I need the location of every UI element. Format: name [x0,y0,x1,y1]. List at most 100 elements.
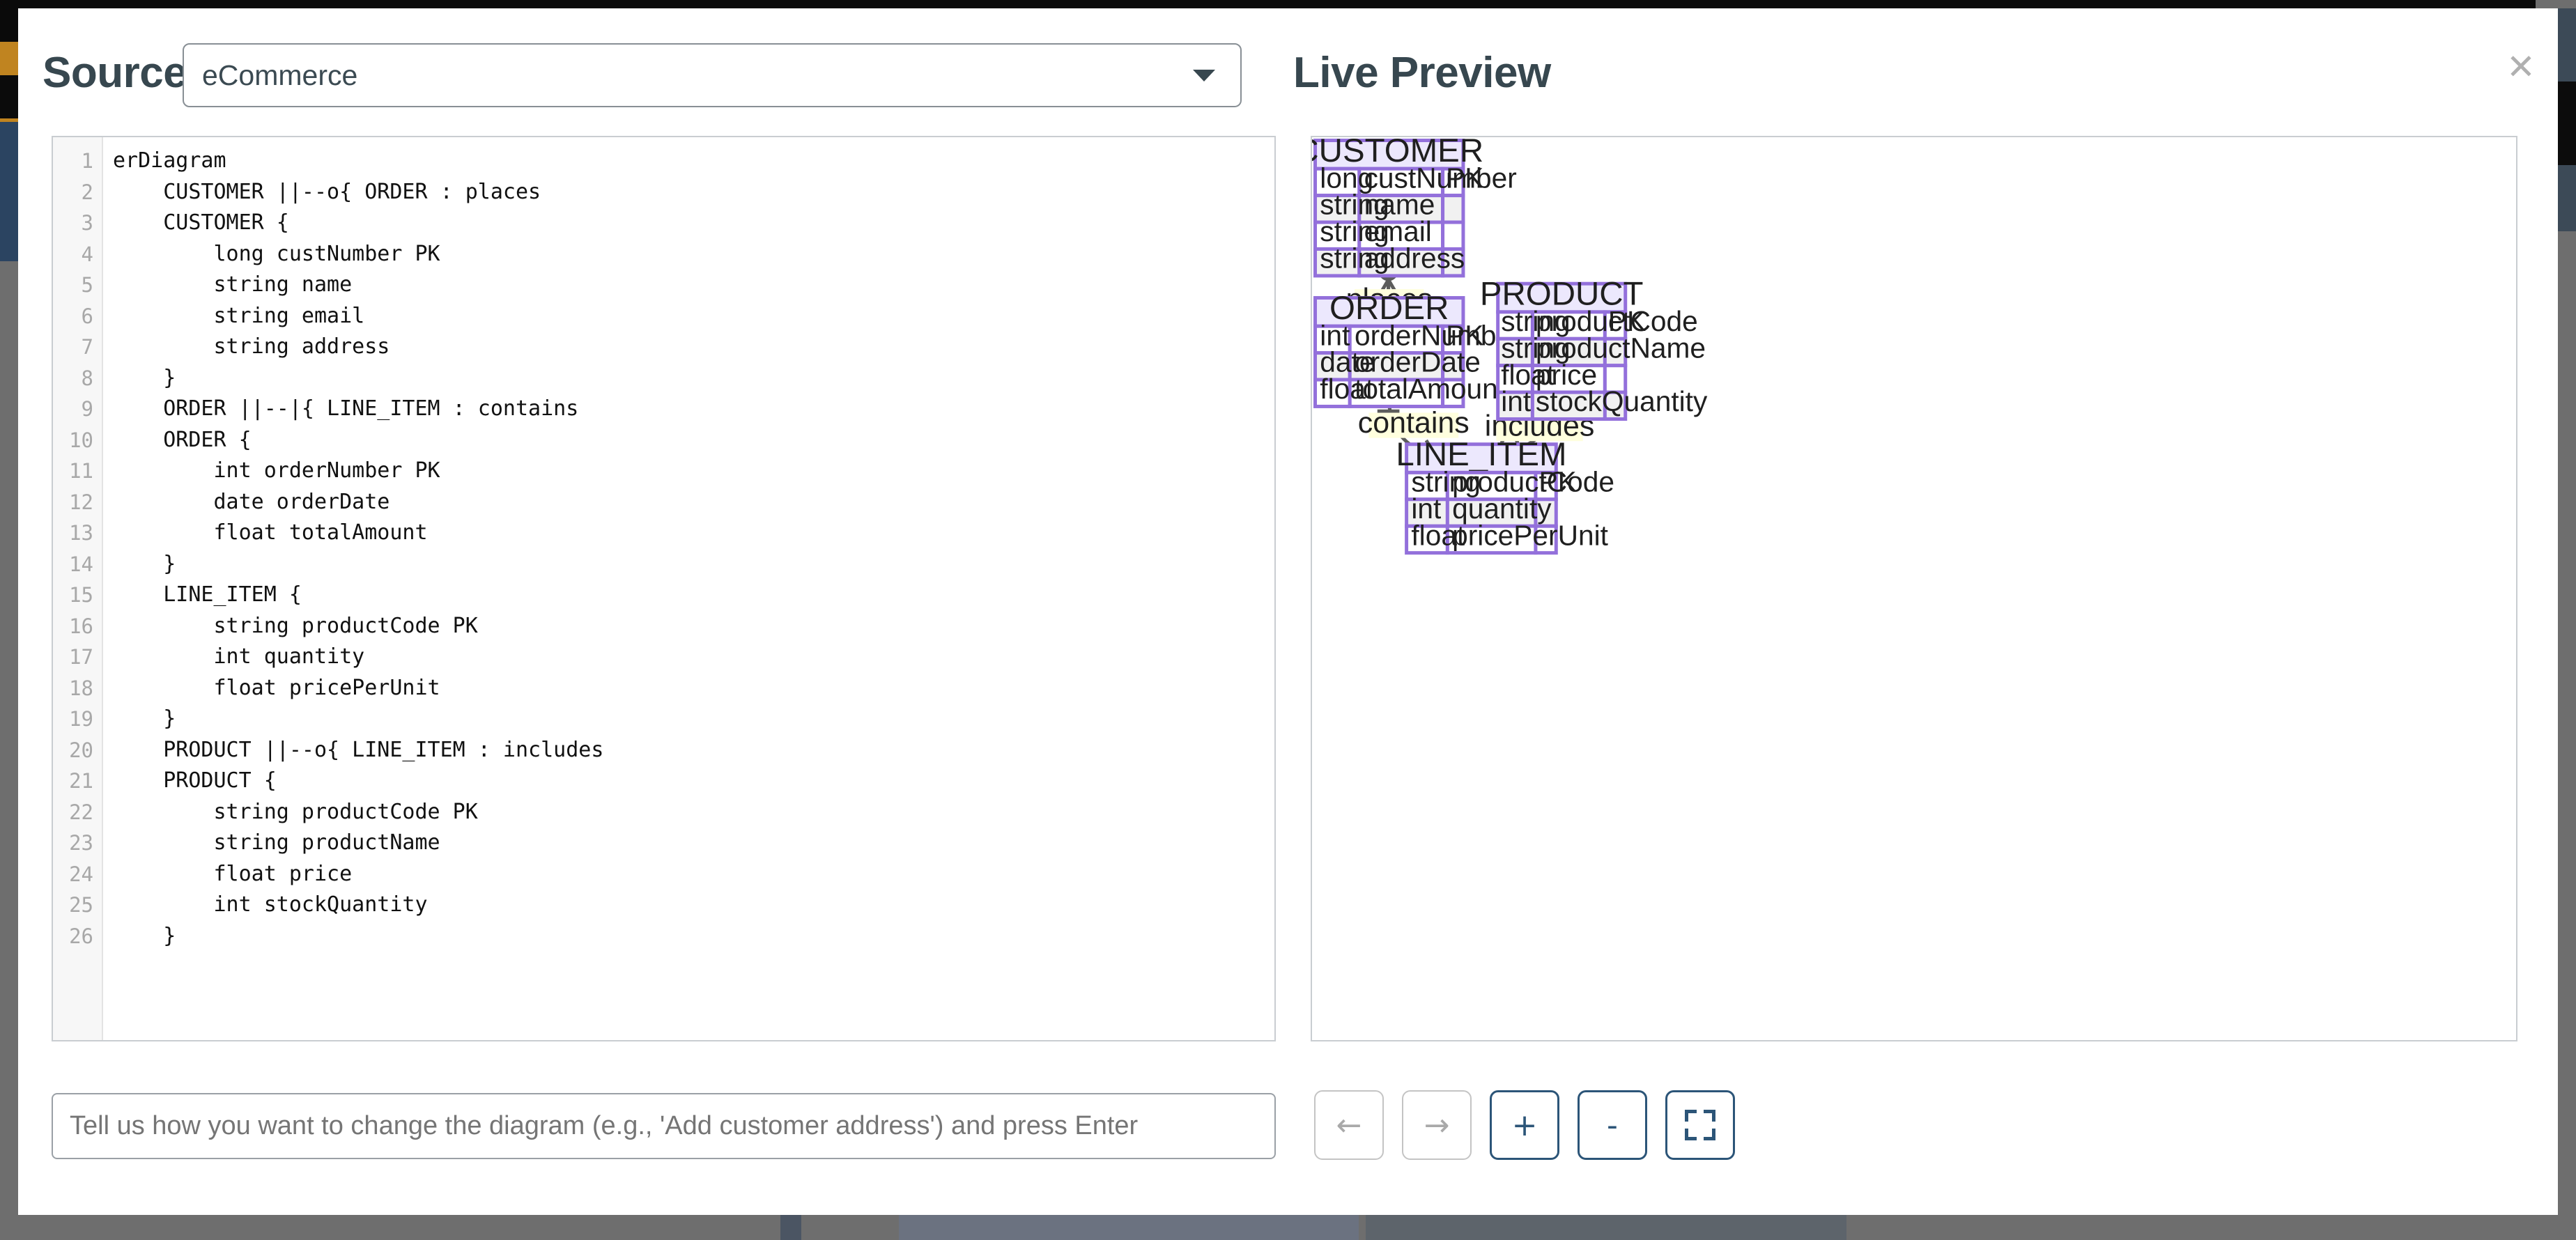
svg-text:PRODUCT: PRODUCT [1480,276,1644,313]
svg-text:CUSTOMER: CUSTOMER [1312,137,1483,169]
entity-order: ORDER int orderNumber PK date orderDate … [1313,290,1522,408]
svg-text:float: float [1411,519,1465,551]
line-number: 19 [69,707,93,731]
svg-text:string: string [1320,215,1389,247]
code-line[interactable]: int quantity [113,644,365,669]
code-line[interactable]: string productCode PK [113,799,478,824]
pan-right-button[interactable]: → [1402,1090,1472,1160]
svg-text:string: string [1501,305,1570,337]
svg-text:date: date [1320,346,1375,378]
svg-text:custNumber: custNumber [1364,162,1517,194]
svg-text:PK: PK [1538,466,1576,498]
code-content[interactable]: erDiagram CUSTOMER ||--o{ ORDER : places… [103,137,1274,1040]
svg-text:int: int [1501,385,1531,417]
preview-panel-title: Live Preview [1293,49,1551,97]
svg-text:ORDER: ORDER [1329,290,1449,327]
svg-text:name: name [1364,189,1435,221]
entity-line-item: LINE_ITEM string productCode PK int quan… [1396,436,1614,555]
code-line[interactable]: string productCode PK [113,613,478,638]
code-line[interactable]: float pricePerUnit [113,675,440,700]
svg-text:float: float [1320,373,1373,405]
svg-text:pricePerUnit: pricePerUnit [1452,519,1608,551]
code-line[interactable]: } [113,365,176,390]
line-number: 23 [69,831,93,855]
svg-text:string: string [1411,466,1480,498]
code-line[interactable]: string productName [113,830,440,855]
line-number: 4 [81,242,93,266]
line-number: 22 [69,800,93,824]
prompt-input[interactable] [52,1093,1276,1159]
code-line[interactable]: int orderNumber PK [113,458,440,483]
code-line[interactable]: date orderDate [113,489,390,514]
code-line[interactable]: ORDER ||--|{ LINE_ITEM : contains [113,396,579,421]
line-number: 8 [81,366,93,390]
svg-text:float: float [1501,359,1555,391]
line-number: 17 [69,645,93,669]
svg-text:stockQuantity: stockQuantity [1536,385,1708,417]
line-number: 9 [81,397,93,421]
line-number: 26 [69,924,93,948]
pan-left-button[interactable]: ← [1314,1090,1384,1160]
source-select[interactable]: eCommerce [183,43,1242,107]
code-line[interactable]: float price [113,861,353,886]
relationship-label-contains: contains [1358,406,1470,440]
code-line[interactable]: PRODUCT { [113,768,277,793]
code-line[interactable]: string name [113,272,353,297]
code-line[interactable]: ORDER { [113,427,252,452]
code-line[interactable]: PRODUCT ||--o{ LINE_ITEM : includes [113,737,604,762]
fullscreen-icon [1685,1110,1715,1140]
close-icon[interactable]: ✕ [2506,47,2536,87]
svg-text:productCode: productCode [1452,466,1614,498]
preview-toolbar: ← → +- [1314,1090,1735,1160]
code-line[interactable]: string address [113,334,390,359]
zoom-in-button[interactable]: + [1490,1090,1559,1160]
svg-text:productCode: productCode [1536,305,1698,337]
code-line[interactable]: string email [113,303,365,328]
svg-text:string: string [1320,242,1389,274]
chevron-down-icon [1193,69,1215,82]
svg-text:PK: PK [1446,162,1483,194]
code-line[interactable]: erDiagram [113,148,226,173]
svg-text:PK: PK [1608,305,1646,337]
svg-text:orderNumber: orderNumber [1355,319,1522,351]
svg-text:LINE_ITEM: LINE_ITEM [1396,436,1566,473]
line-number: 6 [81,304,93,328]
er-diagram-svg: places contains includes CUSTOMER [1312,137,1708,555]
line-number: 14 [69,552,93,576]
line-number: 13 [69,521,93,545]
svg-text:quantity: quantity [1452,493,1552,525]
diagram-preview[interactable]: places contains includes CUSTOMER [1311,136,2517,1041]
code-line[interactable]: long custNumber PK [113,241,440,266]
code-line[interactable]: } [113,551,176,576]
code-line[interactable]: CUSTOMER ||--o{ ORDER : places [113,179,541,204]
line-number: 21 [69,769,93,793]
entity-product: PRODUCT string productCode PK string pro… [1480,276,1708,421]
code-line[interactable]: CUSTOMER { [113,210,289,235]
modal-header: Source eCommerce Live Preview ✕ [18,8,2558,134]
code-line[interactable]: } [113,706,176,731]
code-line[interactable]: int stockQuantity [113,892,428,917]
svg-text:productName: productName [1536,332,1706,364]
svg-text:totalAmount: totalAmount [1355,373,1506,405]
line-number: 25 [69,893,93,917]
line-number: 1 [81,149,93,173]
source-select-value: eCommerce [202,59,358,91]
code-line[interactable]: LINE_ITEM { [113,582,302,607]
svg-text:long: long [1320,162,1373,194]
line-number: 15 [69,583,93,607]
code-line[interactable]: } [113,923,176,948]
svg-text:string: string [1501,332,1570,364]
line-number: 5 [81,273,93,297]
fit-screen-button[interactable] [1665,1090,1735,1160]
svg-text:email: email [1364,215,1432,247]
entity-customer: CUSTOMER long custNumber PK string name … [1312,137,1517,278]
zoom-out-button[interactable]: - [1578,1090,1647,1160]
svg-text:orderDate: orderDate [1355,346,1481,378]
svg-text:string: string [1320,189,1389,221]
line-number: 16 [69,614,93,638]
line-number: 18 [69,676,93,700]
code-line[interactable]: float totalAmount [113,520,428,545]
svg-text:PK: PK [1446,319,1483,351]
